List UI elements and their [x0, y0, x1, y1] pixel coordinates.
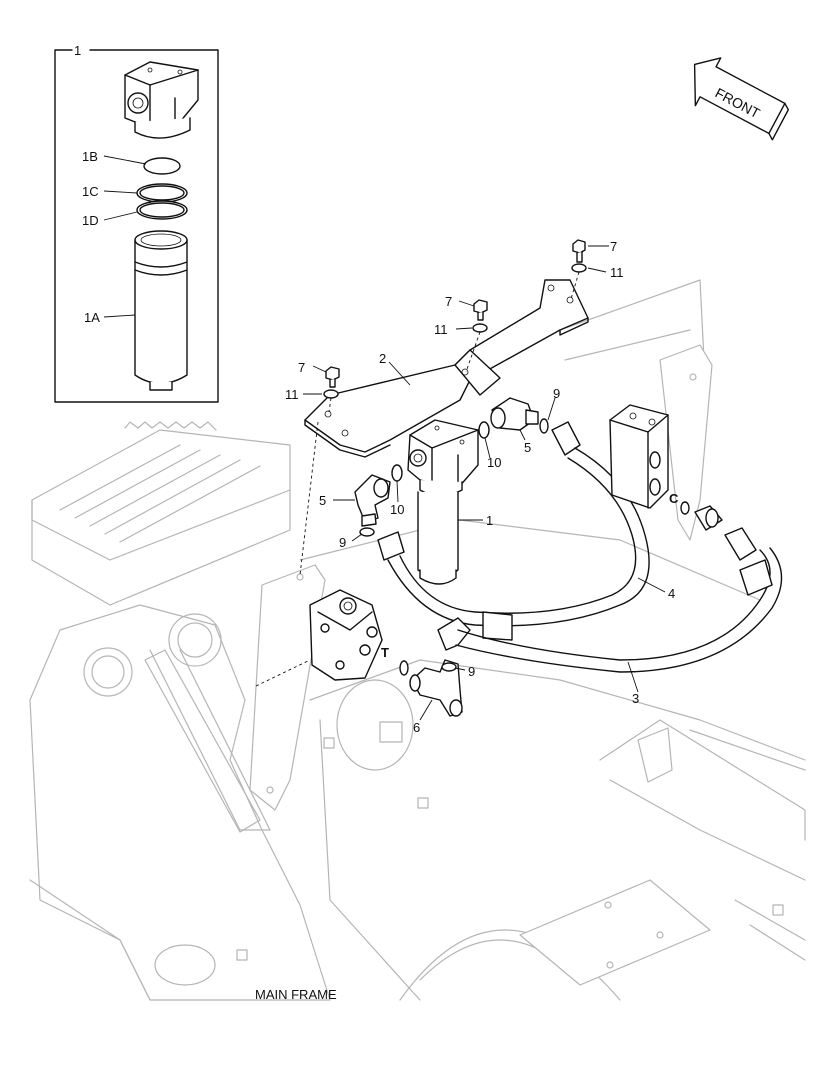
filter-inset-box — [54, 49, 219, 403]
control-valve-t — [309, 589, 383, 681]
callout-11: 11 — [610, 265, 624, 280]
callout-10: 10 — [390, 502, 404, 517]
valve-block-c — [609, 404, 669, 509]
callout-9: 9 — [553, 386, 560, 401]
callout-11: 11 — [434, 322, 448, 337]
o-ring-c-port — [680, 501, 690, 515]
o-ring-10-left — [391, 464, 403, 482]
callout-1d: 1D — [82, 213, 99, 228]
filter-assembly-1 — [407, 419, 479, 585]
o-ring-9-tee — [441, 662, 457, 672]
hose-3 — [437, 527, 783, 673]
callout-9: 9 — [468, 664, 475, 679]
bolt-7-left — [323, 366, 340, 399]
main-frame-caption: MAIN FRAME — [255, 987, 337, 1002]
callout-6: 6 — [413, 720, 420, 735]
o-ring-1d — [136, 200, 188, 220]
callout-leaders — [303, 245, 666, 721]
port-letter-c: C — [669, 491, 679, 506]
callout-5: 5 — [319, 493, 326, 508]
bolt-7-center — [472, 299, 488, 333]
o-ring-1b — [143, 157, 181, 175]
o-ring-t-port — [399, 660, 409, 676]
callout-5: 5 — [524, 440, 531, 455]
callout-7: 7 — [298, 360, 305, 375]
callout-3: 3 — [632, 691, 639, 706]
callout-9: 9 — [339, 535, 346, 550]
o-ring-10-right — [478, 421, 490, 439]
filter-head-1 — [124, 61, 199, 139]
elbow-fitting-5-right — [490, 397, 539, 431]
callout-7: 7 — [610, 239, 617, 254]
main-frame-ghost — [29, 279, 806, 1001]
adapter-c-port — [694, 505, 723, 531]
hose-4 — [377, 421, 650, 641]
front-arrow — [693, 57, 790, 141]
tee-fitting-6 — [409, 659, 463, 717]
o-ring-9-right — [539, 418, 549, 434]
callout-7: 7 — [445, 294, 452, 309]
callout-1b: 1B — [82, 149, 98, 164]
callout-4: 4 — [668, 586, 675, 601]
callout-1-inset: 1 — [74, 43, 81, 58]
callout-1a: 1A — [84, 310, 100, 325]
elbow-fitting-5-left — [354, 474, 391, 527]
inset-labels: 1 1B 1C 1D 1A — [74, 43, 100, 325]
callout-10: 10 — [487, 455, 501, 470]
callout-labels: 7 11 7 11 7 11 2 9 5 10 10 1 5 9 C 4 T 9… — [285, 239, 679, 735]
bolt-7-right — [571, 239, 587, 273]
mounting-bracket-2 — [304, 279, 589, 458]
o-ring-9-left — [359, 527, 375, 537]
port-letter-t: T — [381, 645, 389, 660]
callout-2: 2 — [379, 351, 386, 366]
callout-1: 1 — [486, 513, 493, 528]
callout-11: 11 — [285, 387, 299, 402]
callout-1c: 1C — [82, 184, 99, 199]
filter-element-1a — [134, 230, 188, 391]
